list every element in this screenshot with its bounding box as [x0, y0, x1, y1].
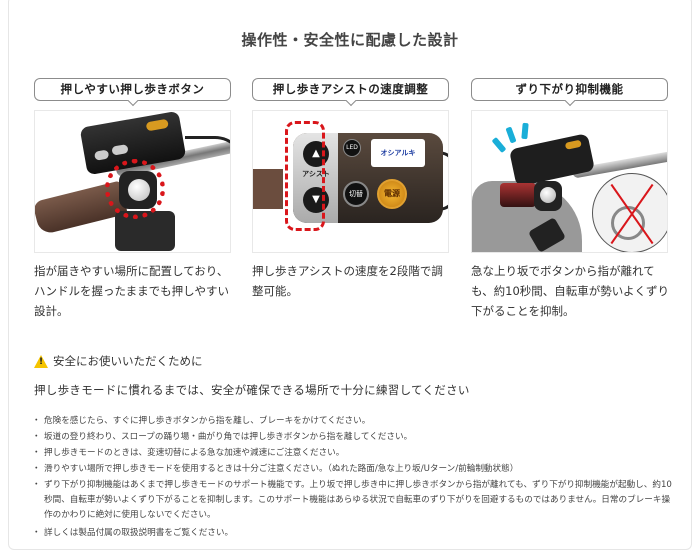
list-item: 滑りやすい場所で押し歩きモードを使用するときは十分ご注意ください。（ぬれた路面/…	[32, 461, 674, 477]
feature-label: 押しやすい押し歩きボタン	[34, 78, 231, 101]
feature-push-walk-button: 押しやすい押し歩きボタン 指が届きやすい場所に配置しており、ハンドルを握ったまま…	[34, 78, 231, 321]
feature-description: 押し歩きアシストの速度を2段階で調整可能。	[252, 264, 443, 298]
feature-label: ずり下がり抑制機能	[471, 78, 668, 101]
control-panel: ▲ アシスト ▼ LED オシアルキ 切替 電源	[293, 133, 443, 223]
handle-grip	[500, 183, 536, 207]
list-item: ずり下がり抑制機能はあくまで押し歩きモードのサポート機能です。上り坂で押し歩き中…	[32, 478, 674, 523]
motion-mark-icon	[491, 136, 507, 154]
power-button: 電源	[377, 179, 407, 209]
highlight-frame	[285, 121, 325, 231]
feature-label-text: ずり下がり抑制機能	[515, 82, 624, 96]
safety-subtitle: 押し歩きモードに慣れるまでは、安全が確保できる場所で十分に練習してください	[34, 383, 470, 397]
push-walk-button	[534, 181, 562, 211]
switch-button: 切替	[343, 181, 369, 207]
cable	[185, 136, 230, 236]
feature-label-text: 押し歩きアシストの速度調整	[272, 82, 429, 96]
display-screen: オシアルキ	[371, 139, 425, 167]
warning-icon	[34, 354, 48, 368]
list-item: 詳しくは製品付属の取扱説明書をご覧ください。	[32, 525, 674, 541]
safety-title-text: 安全にお使いいただくために	[53, 354, 203, 368]
rollback-suppression-illustration	[471, 110, 668, 253]
feature-assist-speed: 押し歩きアシストの速度調整 ▲ アシスト ▼ LED オシアルキ 切替 電源 押…	[252, 78, 449, 301]
motion-mark-icon	[521, 122, 529, 140]
light-icon: LED	[343, 139, 361, 157]
list-item: 危険を感じたら、すぐに押し歩きボタンから指を離し、ブレーキをかけてください。	[32, 413, 674, 429]
no-rollback-inset	[592, 173, 667, 252]
feature-description: 指が届きやすい場所に配置しており、ハンドルを握ったままでも押しやすい設計。	[34, 264, 230, 318]
page-title: 操作性・安全性に配慮した設計	[241, 31, 459, 49]
assist-label: アシスト	[302, 170, 330, 178]
feature-description: 急な上り坂でボタンから指が離れても、約10秒間、自転車が勢いよくずり下がることを…	[471, 264, 670, 318]
safety-bullet-list: 危険を感じたら、すぐに押し歩きボタンから指を離し、ブレーキをかけてください。 坂…	[32, 413, 674, 541]
label-pointer	[345, 100, 357, 108]
motion-mark-icon	[505, 126, 517, 144]
list-item: 坂道の登り終わり、スロープの踊り場・曲がり角では押し歩きボタンから指を離してくだ…	[32, 429, 674, 445]
control-unit	[508, 133, 596, 187]
feature-label: 押し歩きアシストの速度調整	[252, 78, 449, 101]
handle-grip	[253, 169, 283, 209]
feature-rollback-suppression: ずり下がり抑制機能 急な上り坂でボタンから指が離れても、約10秒間、自転車が勢い…	[471, 78, 670, 321]
assist-control-panel-photo: ▲ アシスト ▼ LED オシアルキ 切替 電源	[252, 110, 449, 253]
feature-label-text: 押しやすい押し歩きボタン	[60, 82, 205, 96]
brake-lever	[115, 211, 175, 251]
highlight-circle	[105, 159, 165, 219]
handlebar-push-walk-button-photo	[34, 110, 231, 253]
cable	[438, 151, 448, 211]
list-item: 押し歩きモードのときは、変速切替による急な加速や減速にご注意ください。	[32, 445, 674, 461]
safety-heading: 安全にお使いいただくために	[34, 353, 203, 369]
label-pointer	[564, 100, 576, 108]
label-pointer	[127, 100, 139, 108]
